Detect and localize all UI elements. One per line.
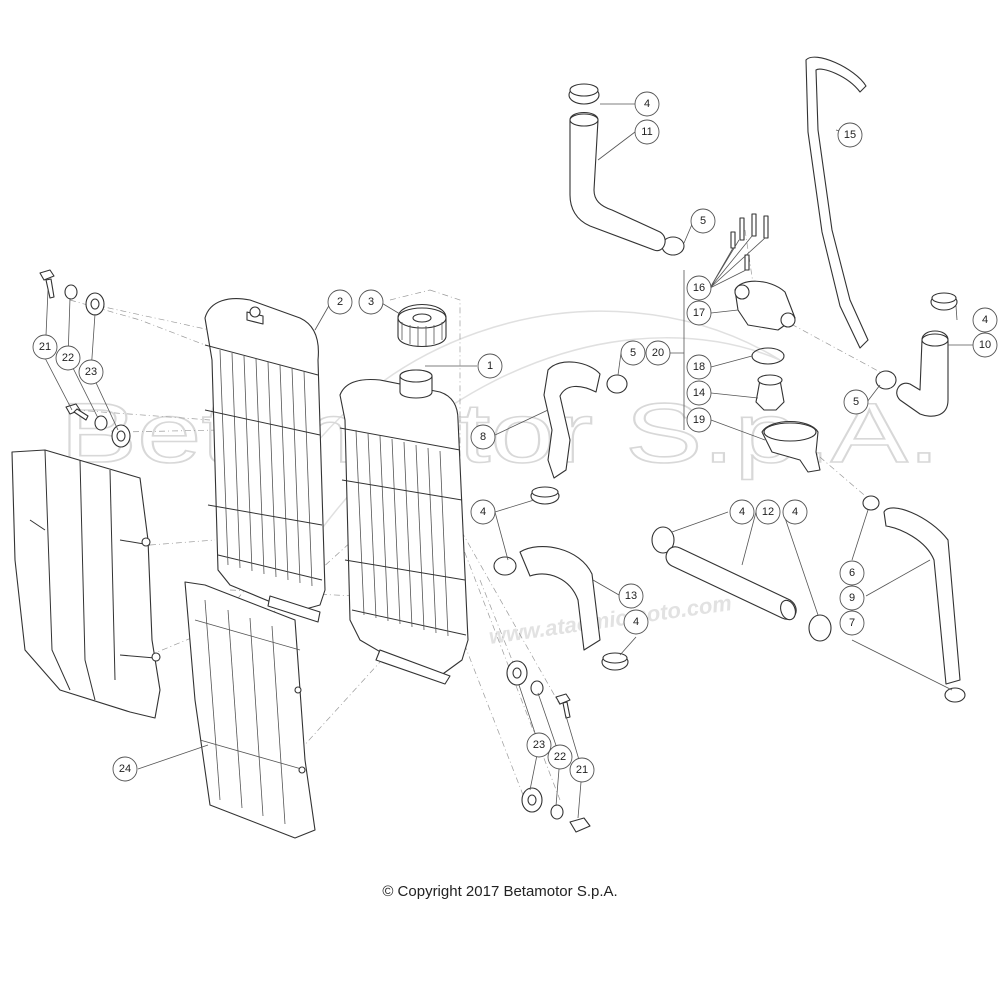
svg-text:1: 1 bbox=[487, 360, 493, 372]
callout-24: 24 bbox=[112, 756, 138, 782]
copyright-notice: © Copyright 2017 Betamotor S.p.A. bbox=[382, 883, 618, 900]
radiator-guard-grille bbox=[184, 581, 316, 839]
callout-4-hose13: 4 bbox=[623, 609, 649, 635]
left-radiator bbox=[204, 298, 326, 623]
radiator-cap bbox=[397, 303, 447, 347]
callout-6: 6 bbox=[839, 560, 865, 586]
callout-4-mid: 4 bbox=[470, 499, 496, 525]
callout-20: 20 bbox=[645, 340, 671, 366]
svg-text:9: 9 bbox=[849, 592, 855, 604]
svg-text:16: 16 bbox=[693, 282, 705, 294]
svg-text:23: 23 bbox=[533, 739, 545, 751]
svg-text:20: 20 bbox=[652, 347, 664, 359]
callout-23-left: 23 bbox=[78, 359, 104, 385]
hose-clamps bbox=[493, 83, 966, 703]
callout-4-top: 4 bbox=[634, 91, 660, 117]
callout-8: 8 bbox=[470, 424, 496, 450]
svg-text:5: 5 bbox=[853, 396, 859, 408]
hose-13 bbox=[519, 545, 601, 651]
svg-text:18: 18 bbox=[693, 361, 705, 373]
svg-text:17: 17 bbox=[693, 307, 705, 319]
svg-text:4: 4 bbox=[982, 314, 988, 326]
svg-text:22: 22 bbox=[554, 751, 566, 763]
callout-13: 13 bbox=[618, 583, 644, 609]
callout-4-right: 4 bbox=[972, 307, 998, 333]
svg-text:21: 21 bbox=[39, 341, 51, 353]
svg-text:5: 5 bbox=[630, 347, 636, 359]
callout-23-bottom: 23 bbox=[526, 732, 552, 758]
callout-21-bottom: 21 bbox=[569, 757, 595, 783]
callout-12: 12 bbox=[755, 499, 781, 525]
svg-text:8: 8 bbox=[480, 431, 486, 443]
thermostat-assembly bbox=[730, 213, 821, 473]
callout-22-left: 22 bbox=[55, 345, 81, 371]
svg-text:10: 10 bbox=[979, 339, 991, 351]
callout-5-right: 5 bbox=[843, 389, 869, 415]
callout-18: 18 bbox=[686, 354, 712, 380]
callouts: 1 2 3 4 4 4 4 4 4 4 5 5 5 6 7 8 9 10 11 … bbox=[32, 91, 998, 783]
svg-text:12: 12 bbox=[762, 506, 774, 518]
svg-text:4: 4 bbox=[739, 506, 745, 518]
svg-text:4: 4 bbox=[792, 506, 798, 518]
right-radiator bbox=[339, 369, 469, 685]
svg-text:4: 4 bbox=[633, 616, 639, 628]
svg-text:23: 23 bbox=[85, 366, 97, 378]
callout-1: 1 bbox=[477, 353, 503, 379]
hose-15 bbox=[805, 56, 869, 349]
callout-4-hose12-right: 4 bbox=[782, 499, 808, 525]
svg-text:2: 2 bbox=[337, 296, 343, 308]
svg-text:3: 3 bbox=[368, 296, 374, 308]
callout-14: 14 bbox=[686, 380, 712, 406]
callout-15: 15 bbox=[837, 122, 863, 148]
svg-text:4: 4 bbox=[480, 506, 486, 518]
callout-11: 11 bbox=[634, 119, 660, 145]
svg-text:14: 14 bbox=[693, 387, 705, 399]
callout-21-left: 21 bbox=[32, 334, 58, 360]
fasteners-left bbox=[39, 269, 131, 448]
callout-2: 2 bbox=[327, 289, 353, 315]
callout-9: 9 bbox=[839, 585, 865, 611]
svg-text:6: 6 bbox=[849, 567, 855, 579]
callout-22-bottom: 22 bbox=[547, 744, 573, 770]
hose-10 bbox=[896, 330, 949, 417]
svg-text:21: 21 bbox=[576, 764, 588, 776]
fasteners-bottom bbox=[506, 660, 591, 833]
callout-17: 17 bbox=[686, 300, 712, 326]
svg-text:22: 22 bbox=[62, 352, 74, 364]
svg-text:15: 15 bbox=[844, 129, 856, 141]
callout-5-mid: 5 bbox=[620, 340, 646, 366]
callout-3: 3 bbox=[358, 289, 384, 315]
watermark-url-text: www.ataomicmoto.com bbox=[487, 590, 733, 649]
callout-4-hose12-left: 4 bbox=[729, 499, 755, 525]
hose-11 bbox=[569, 111, 666, 252]
callout-5-top: 5 bbox=[690, 208, 716, 234]
hose-9 bbox=[883, 507, 961, 685]
callout-19: 19 bbox=[686, 407, 712, 433]
svg-text:13: 13 bbox=[625, 590, 637, 602]
callout-10: 10 bbox=[972, 332, 998, 358]
svg-text:4: 4 bbox=[644, 98, 650, 110]
svg-text:7: 7 bbox=[849, 617, 855, 629]
svg-text:5: 5 bbox=[700, 215, 706, 227]
svg-text:24: 24 bbox=[119, 763, 131, 775]
small-clamps bbox=[606, 236, 897, 511]
svg-text:19: 19 bbox=[693, 414, 705, 426]
leader-lines bbox=[44, 103, 973, 819]
radiator-shroud bbox=[11, 449, 161, 719]
callout-7: 7 bbox=[839, 610, 865, 636]
svg-text:11: 11 bbox=[641, 126, 652, 138]
callout-16: 16 bbox=[686, 275, 712, 301]
hose-8 bbox=[543, 361, 601, 479]
hose-12 bbox=[665, 546, 797, 621]
